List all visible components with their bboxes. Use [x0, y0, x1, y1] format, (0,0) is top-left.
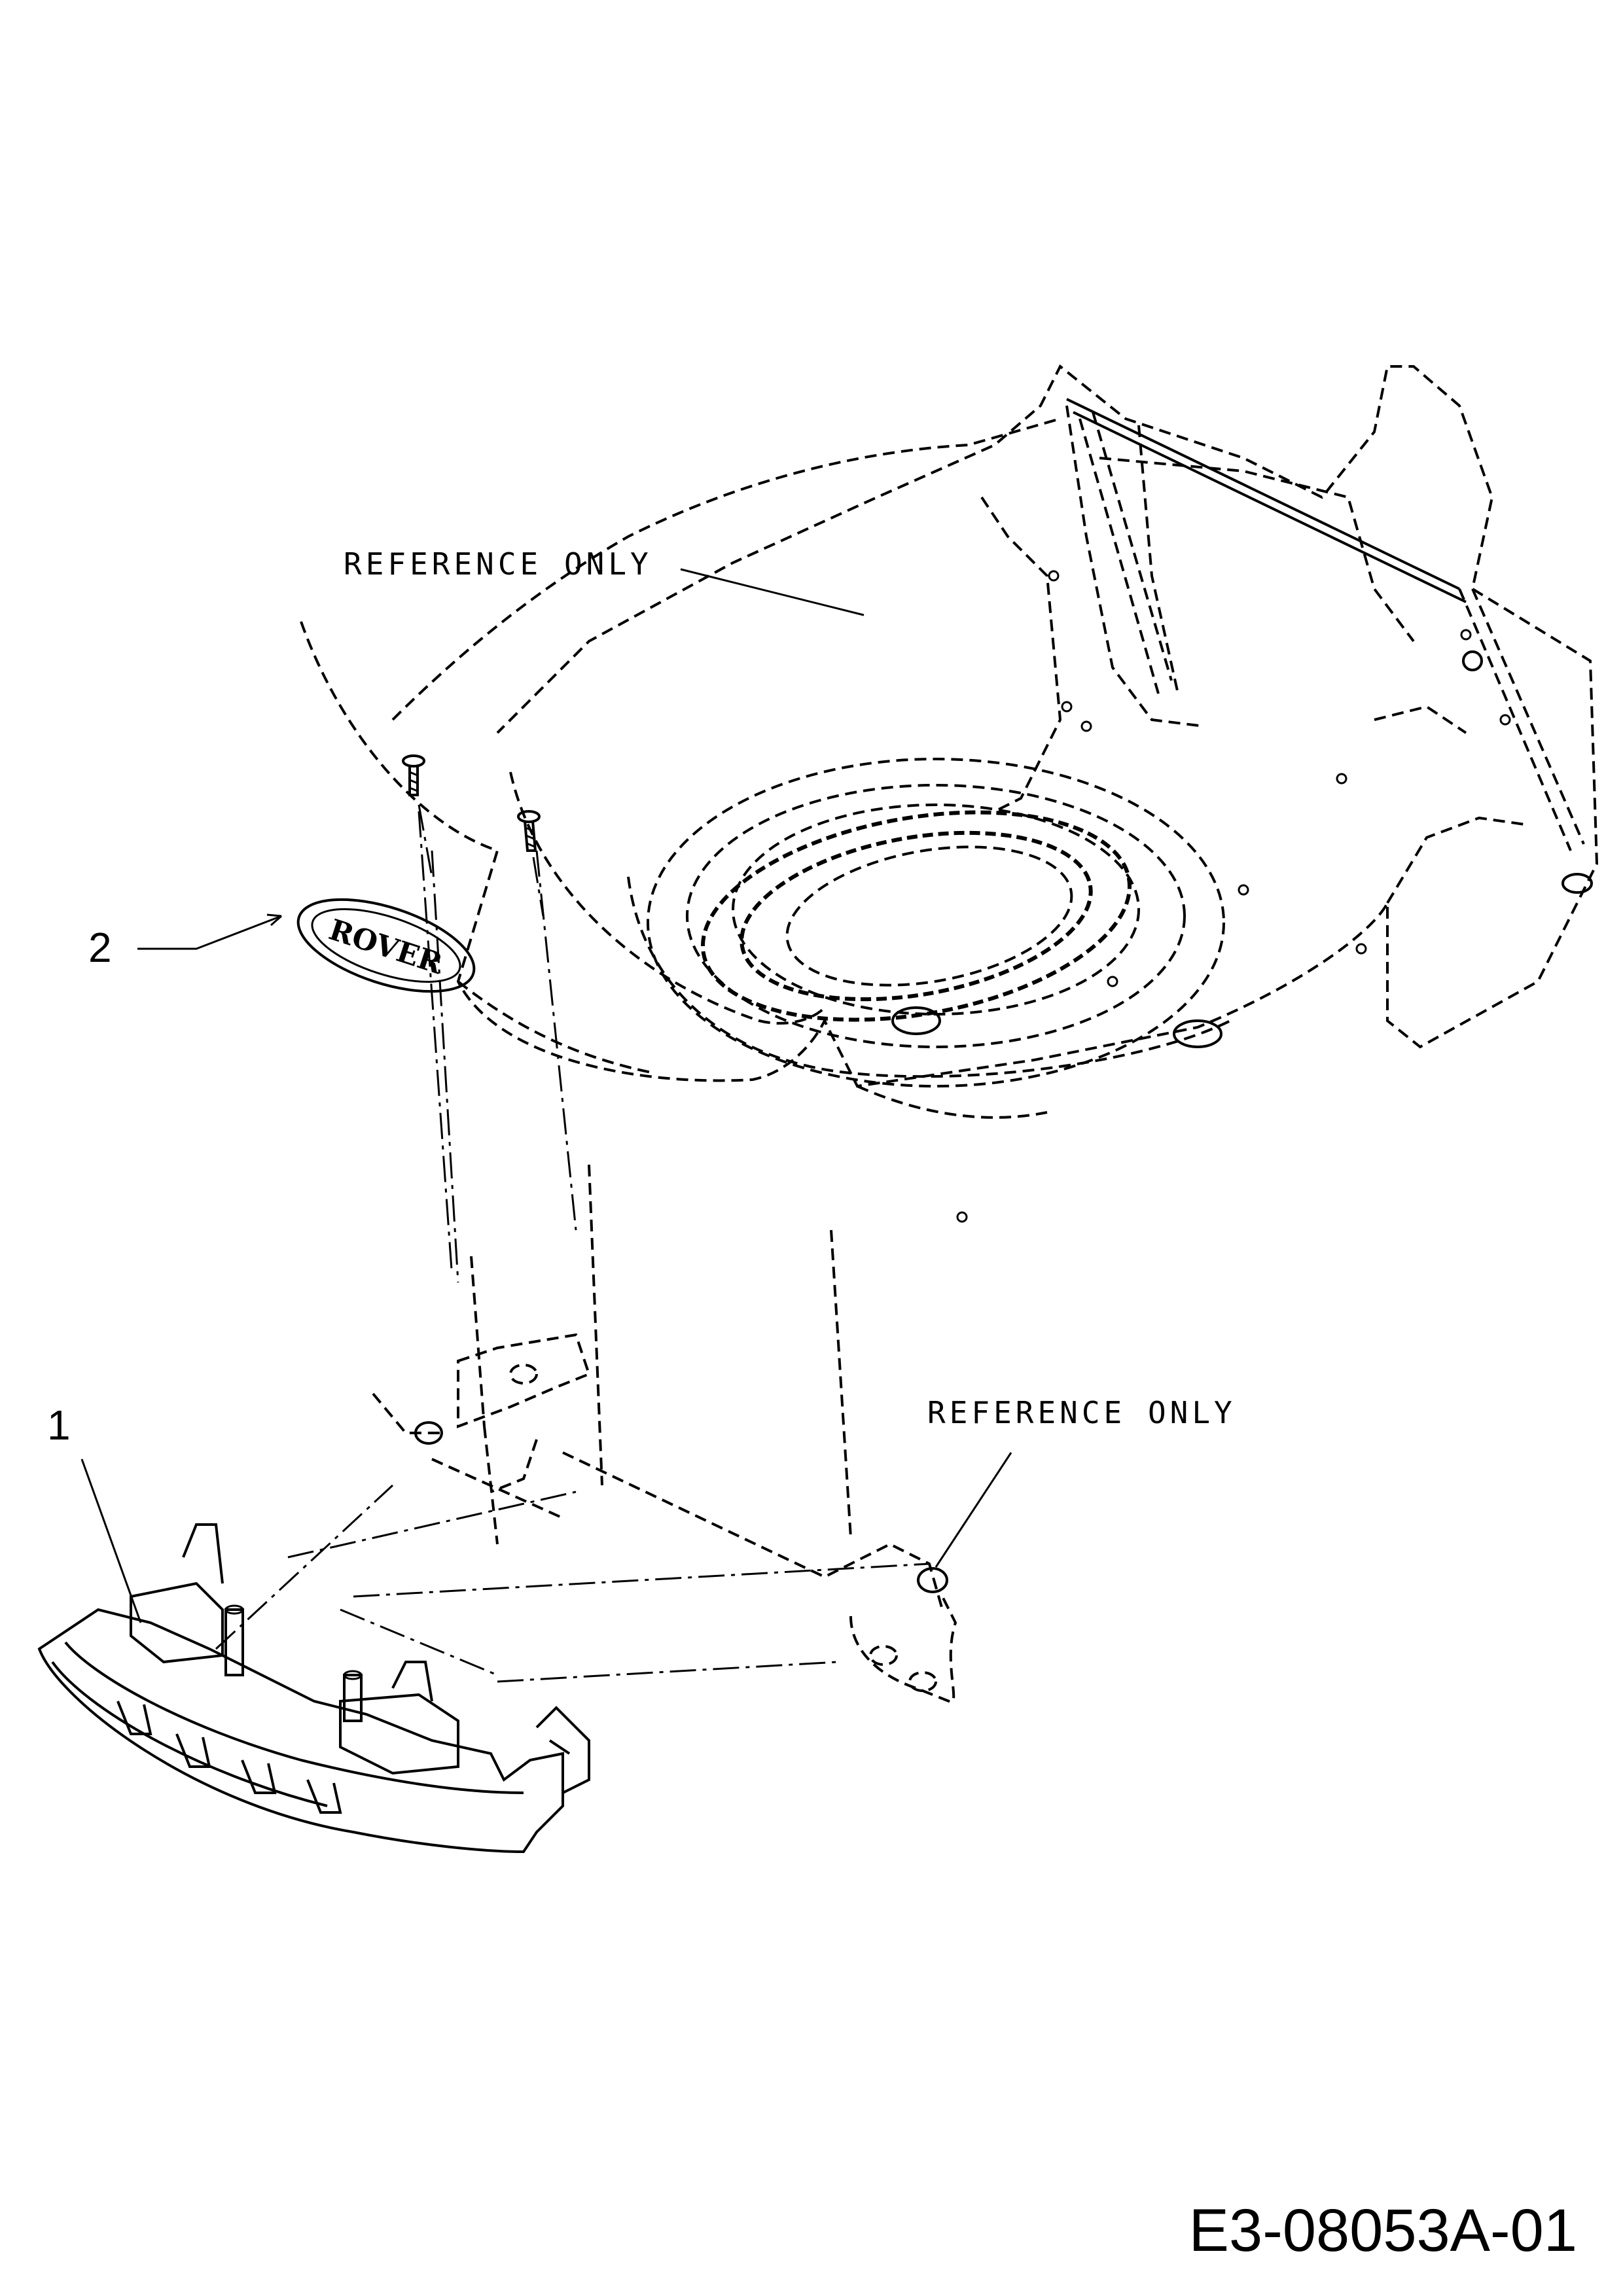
leader-part-1 [80, 1458, 142, 1623]
reference-only-label-top: REFERENCE ONLY [344, 546, 652, 582]
mower-deck-reference [300, 364, 1599, 1223]
assembly-lines [215, 811, 930, 1683]
deck-holes [956, 570, 1511, 1223]
screw-2-axis [532, 857, 544, 917]
callout-part-1: 1 [47, 1402, 71, 1449]
callout-part-2: 2 [88, 924, 112, 971]
drawing-code: E3-08053A-01 [1189, 2197, 1577, 2264]
frame-reference [372, 1164, 957, 1703]
emblem-logo-text: ROVER [325, 913, 447, 981]
part-2-emblem: ROVER [296, 898, 476, 993]
screw-1-axis [418, 804, 433, 877]
leader-part-2-arrow [266, 913, 282, 927]
screw-1 [402, 754, 425, 796]
leader-reference-bottom [935, 1452, 1012, 1568]
screw-2 [517, 810, 541, 852]
reference-only-label-bottom: REFERENCE ONLY [927, 1395, 1236, 1430]
part-1-front-guard [37, 1523, 590, 1854]
leader-part-2 [137, 915, 282, 950]
leader-reference-top [680, 568, 865, 616]
